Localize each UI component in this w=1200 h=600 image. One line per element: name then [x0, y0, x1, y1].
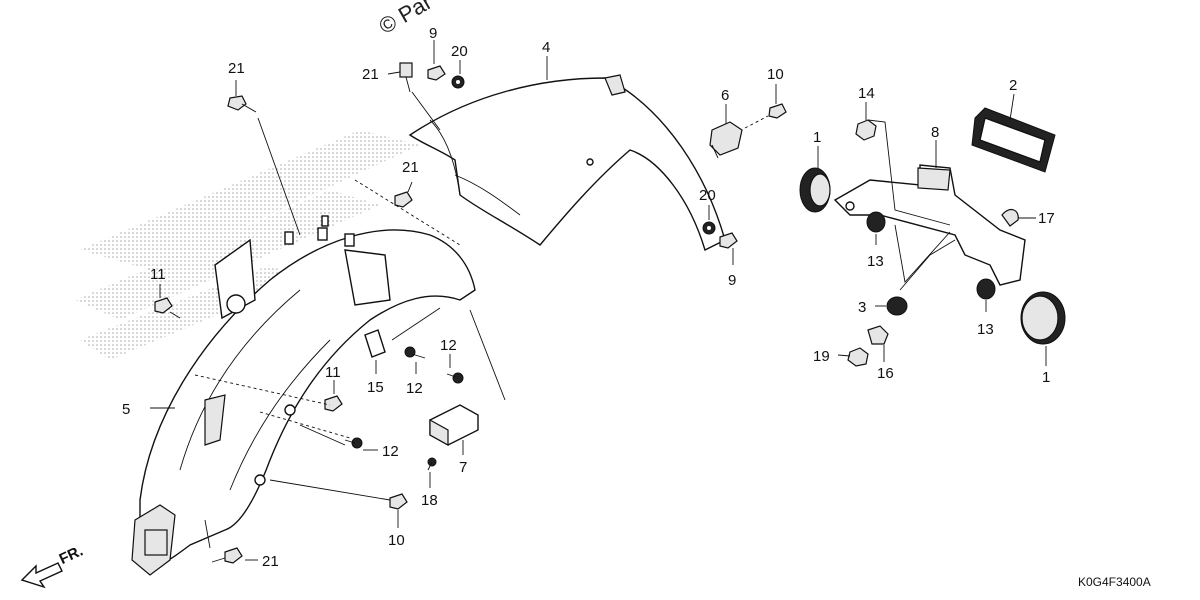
hardware — [154, 62, 1019, 564]
leader-lines — [150, 40, 1047, 561]
bolt-21-mid — [399, 62, 413, 93]
cover-bracket — [709, 121, 743, 159]
license-plate-light — [971, 107, 1056, 173]
callout-4: 4 — [542, 39, 550, 56]
callout-21-mid: 21 — [402, 159, 419, 176]
callout-14: 14 — [858, 85, 875, 102]
front-direction-arrow: FR. — [20, 542, 86, 589]
bolt-10-top — [768, 103, 787, 119]
callouts: 21 21 9 20 4 21 6 10 14 2 1 8 17 20 9 13… — [122, 25, 1055, 570]
callout-21-top-mid: 21 — [362, 66, 379, 83]
screw-12-bottom — [344, 437, 363, 449]
screw-12-top — [404, 346, 426, 359]
bolt-9-top — [427, 65, 446, 81]
callout-1-top: 1 — [813, 129, 821, 146]
callout-20-top: 20 — [451, 43, 468, 60]
callout-21-top-left: 21 — [228, 60, 245, 77]
license-bracket — [833, 164, 1026, 286]
callout-9-mid: 9 — [728, 272, 736, 289]
callout-12-bottom: 12 — [382, 443, 399, 460]
callout-16: 16 — [877, 365, 894, 382]
callout-17: 17 — [1038, 210, 1055, 227]
washer-20-mid — [702, 221, 716, 235]
collar-16 — [867, 325, 889, 345]
callout-13-left: 13 — [867, 253, 884, 270]
callout-12-top: 12 — [440, 337, 457, 354]
bolt-11-left — [154, 297, 181, 319]
bolt-11-mid — [324, 395, 343, 412]
nut-19 — [847, 347, 869, 367]
diagram-code: K0G4F3400A — [1078, 575, 1151, 589]
reflector-left — [799, 167, 831, 213]
bolt-21-center — [394, 191, 413, 208]
callout-18: 18 — [421, 492, 438, 509]
grommet-3 — [886, 296, 908, 316]
bolt-10-bottom — [389, 493, 408, 510]
callout-8: 8 — [931, 124, 939, 141]
callout-11-left: 11 — [150, 266, 166, 283]
mounting-clip — [429, 404, 479, 447]
bolt-21-top — [227, 95, 257, 113]
screw-12-mid — [446, 372, 464, 384]
rear-fender-cover — [408, 74, 726, 251]
callout-2: 2 — [1009, 77, 1017, 94]
callout-12-mid: 12 — [406, 380, 423, 397]
callout-7: 7 — [459, 459, 467, 476]
callout-20-mid: 20 — [699, 187, 716, 204]
bolt-21-bottom — [211, 547, 243, 564]
watermark-text: © Par — [375, 0, 436, 39]
screw-18 — [427, 457, 437, 471]
nut-clip — [364, 329, 386, 358]
inner-rear-fender — [131, 215, 476, 576]
callout-6: 6 — [721, 87, 729, 104]
bolt-9-mid — [719, 232, 738, 249]
washer-20-top — [451, 75, 465, 89]
callout-19: 19 — [813, 348, 830, 365]
callout-1-bottom: 1 — [1042, 369, 1050, 386]
callout-11-mid: 11 — [325, 364, 341, 381]
front-arrow-label: FR. — [57, 542, 86, 568]
callout-5: 5 — [122, 401, 130, 418]
callout-13-right: 13 — [977, 321, 994, 338]
callout-3: 3 — [858, 299, 866, 316]
callout-10-top: 10 — [767, 66, 784, 83]
callout-15: 15 — [367, 379, 384, 396]
callout-9-top: 9 — [429, 25, 437, 42]
nut-14 — [855, 119, 877, 141]
callout-21-bottom: 21 — [262, 553, 279, 570]
grommet-13-right — [976, 278, 996, 300]
callout-10-bottom: 10 — [388, 532, 405, 549]
reflector-right — [1020, 291, 1066, 345]
bulb-17 — [1001, 208, 1019, 227]
grommet-13-left — [866, 211, 886, 233]
